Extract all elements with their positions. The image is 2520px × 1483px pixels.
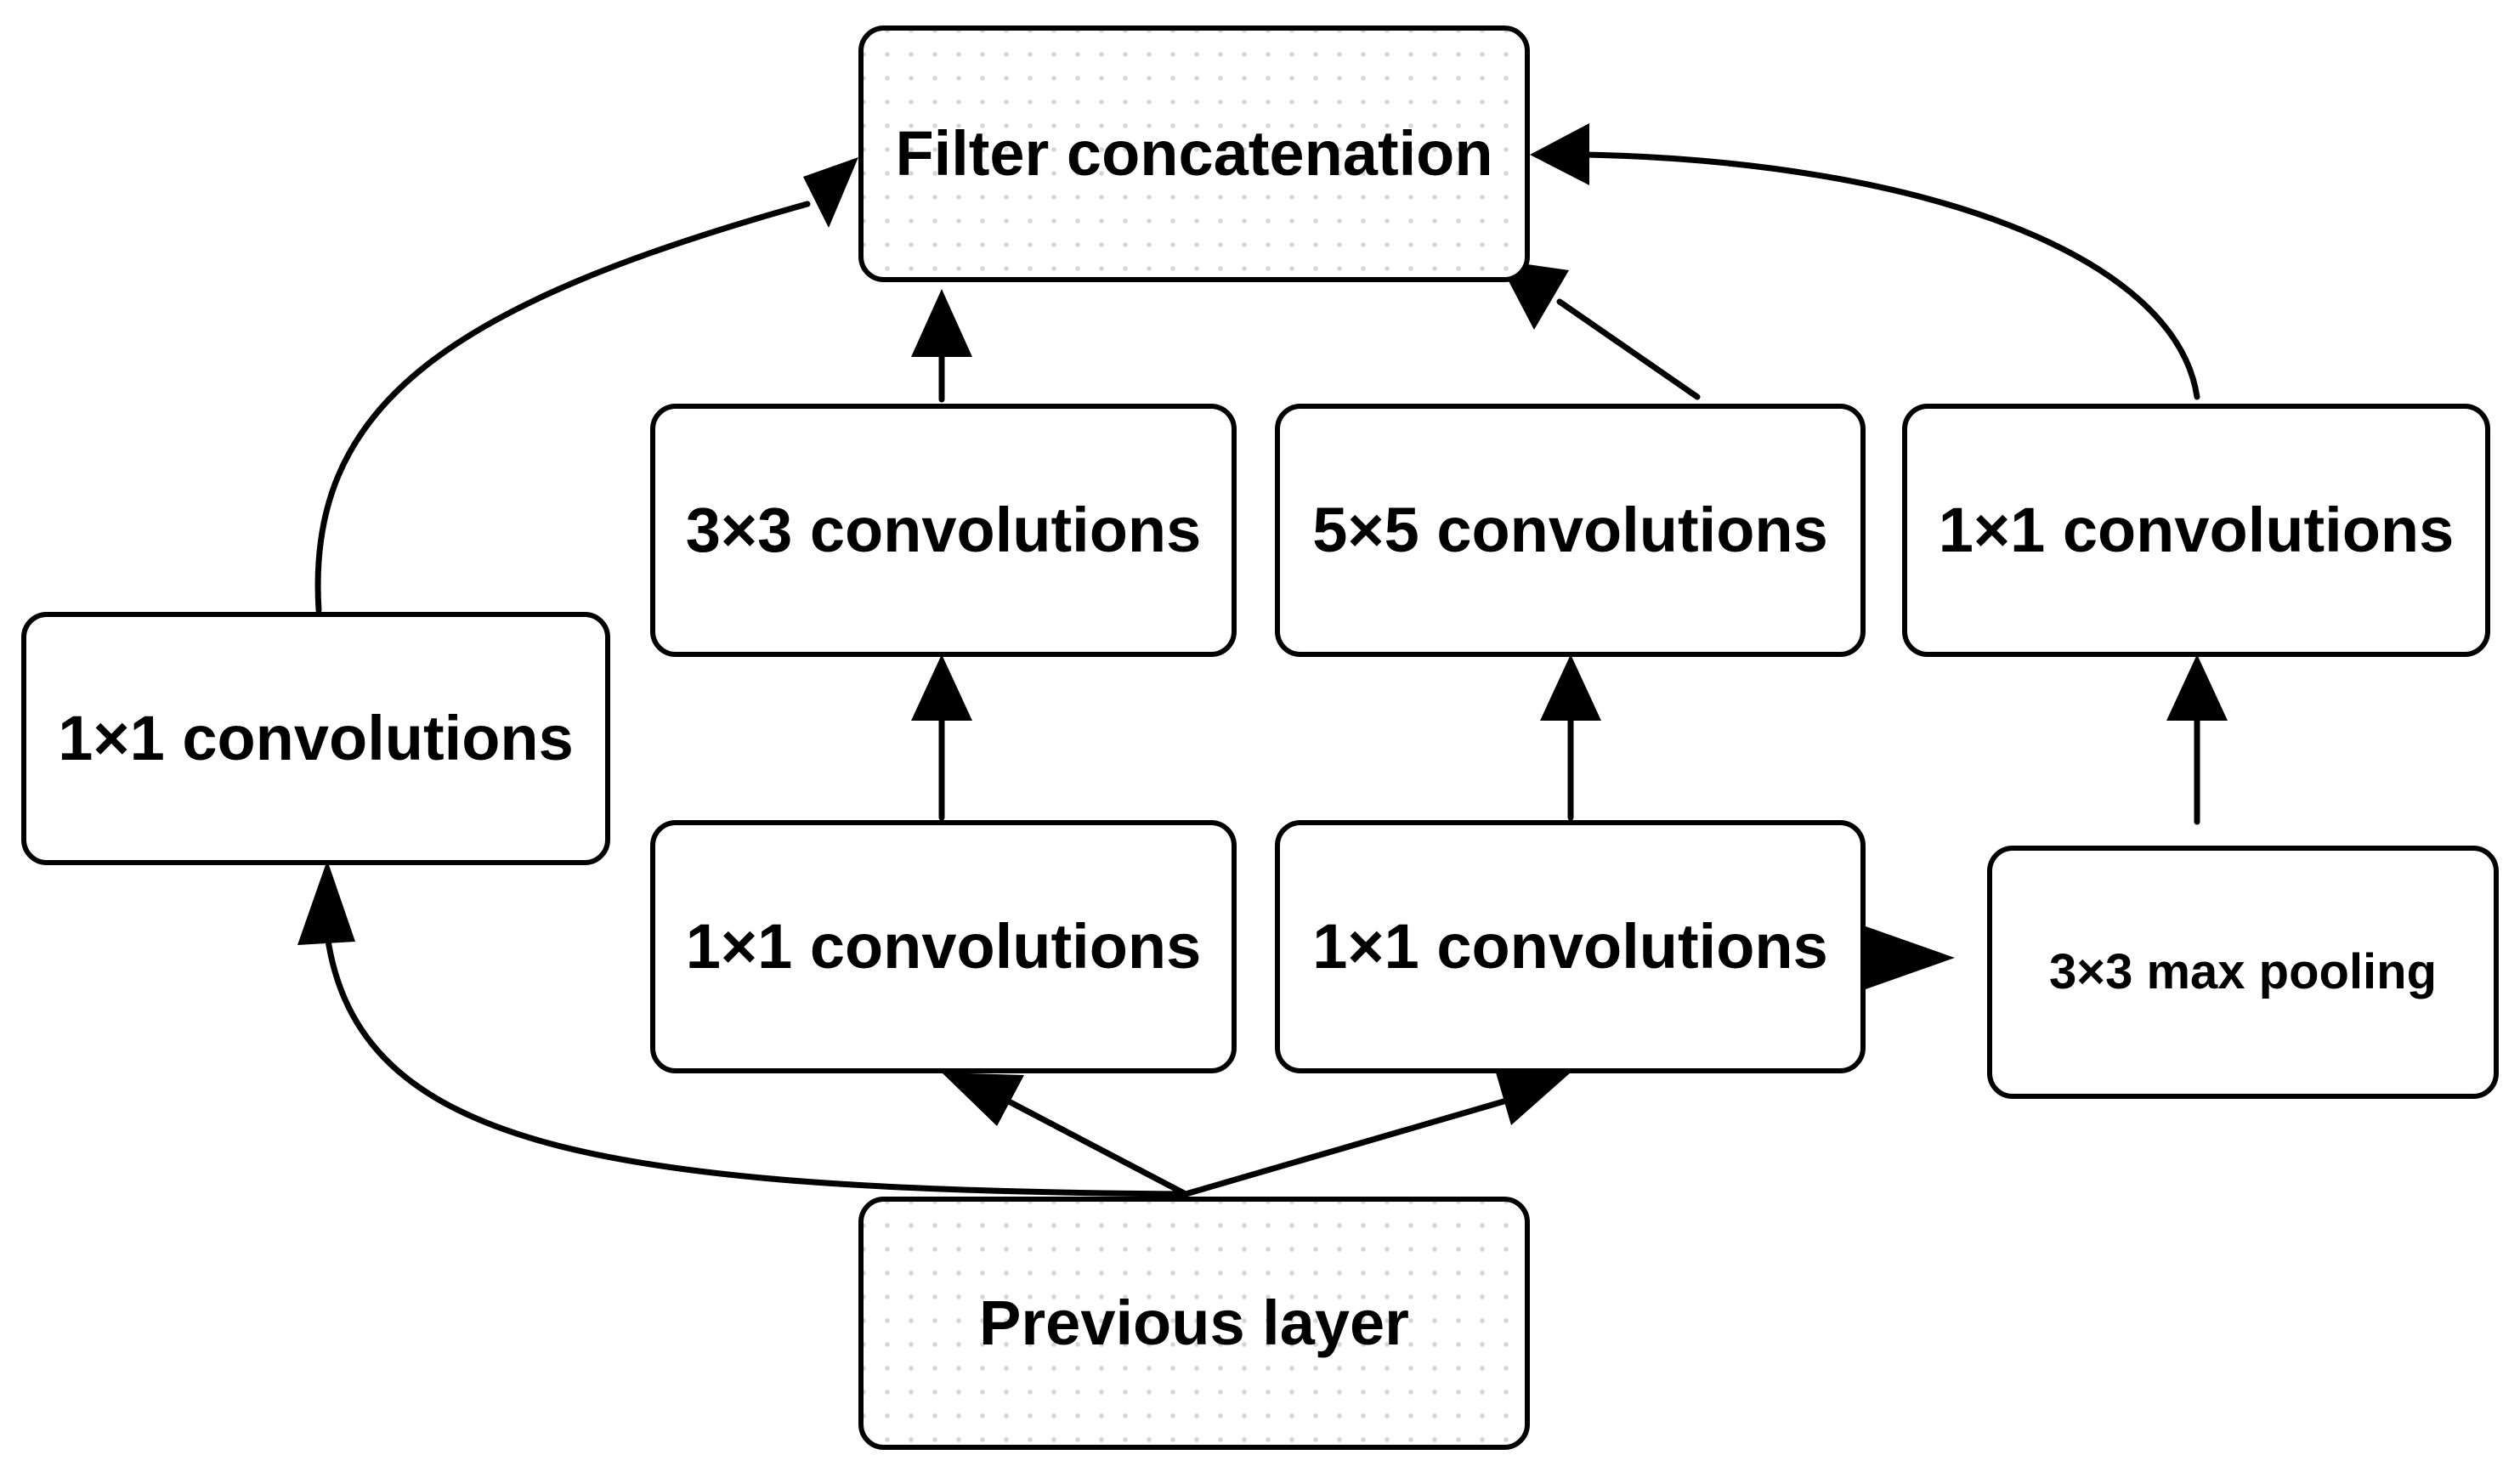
filter-concatenation-label: Filter concatenation [895,118,1493,189]
arrowhead-to-pool-proj [2166,654,2228,721]
edge-pool-proj-to-concat [1582,151,2200,400]
arrowhead-to-1x1-reduce-3x3 [942,1073,1024,1126]
arrowhead-to-1x1-reduce-5x5 [1496,1073,1571,1125]
edge-previous-to-left-1x1 [324,931,1189,1197]
filter-concatenation-node: Filter concatenation [858,25,1530,282]
conv-1x1-reduce-3x3-node: 1×1 convolutions [650,820,1237,1073]
conv-1x1-pool-proj-node: 1×1 convolutions [1902,404,2490,657]
conv-5x5-label: 5×5 convolutions [1312,495,1828,565]
arrowhead-to-3x3 [911,654,972,721]
conv-3x3-label: 3×3 convolutions [685,495,1202,565]
arrowhead-pool-proj-into-concat [1530,123,1589,185]
conv-1x1-reduce-5x5-node: 1×1 convolutions [1275,820,1866,1073]
edge-previous-to-1x1-reduce-3x3 [1004,1097,1189,1197]
conv-5x5-node: 5×5 convolutions [1275,404,1866,657]
edge-5x5-to-concat [1556,298,1701,400]
conv-1x1-left-node: 1×1 convolutions [21,612,610,865]
arrowhead-to-left-1x1 [297,860,355,945]
arrowhead-3x3-into-concat [911,289,972,357]
arrowhead-to-maxpool [1866,926,1955,989]
max-pooling-node: 3×3 max pooling [1987,846,2499,1099]
conv-1x1-reduce-3x3-label: 1×1 convolutions [685,911,1202,982]
conv-1x1-pool-proj-label: 1×1 convolutions [1938,495,2455,565]
arrowhead-to-5x5 [1540,654,1601,721]
conv-1x1-reduce-5x5-label: 1×1 convolutions [1312,911,1828,982]
edge-previous-to-1x1-reduce-5x5 [1182,1093,1525,1197]
previous-layer-node: Previous layer [858,1197,1530,1450]
conv-1x1-left-label: 1×1 convolutions [58,703,574,773]
conv-3x3-node: 3×3 convolutions [650,404,1237,657]
arrowhead-left-into-concat [803,157,858,228]
max-pooling-label: 3×3 max pooling [2048,944,2438,999]
edge-left-1x1-to-concat [314,201,811,614]
previous-layer-label: Previous layer [979,1288,1409,1358]
